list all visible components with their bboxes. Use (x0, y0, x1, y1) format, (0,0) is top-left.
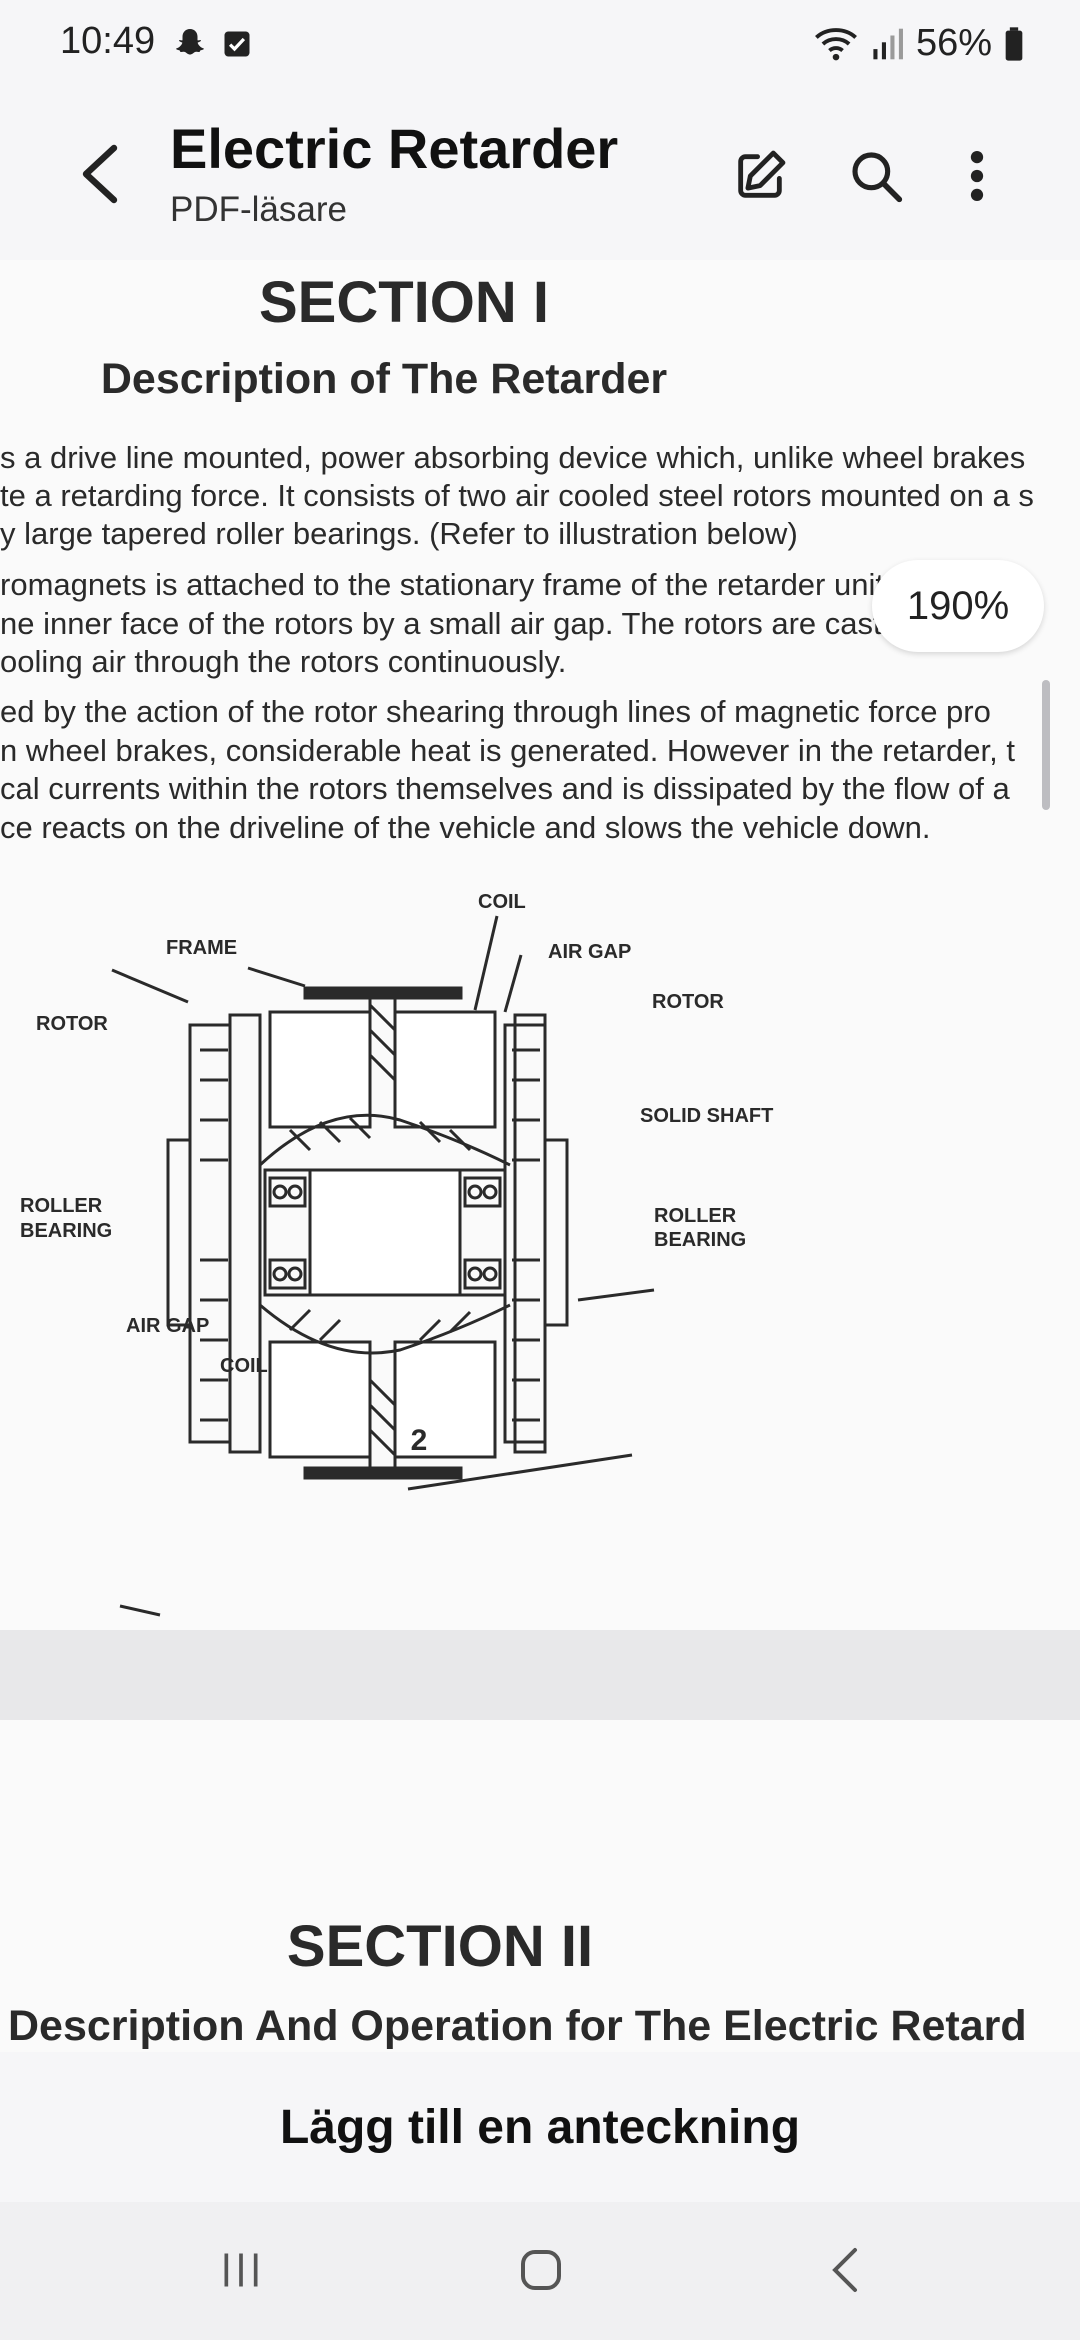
home-icon (521, 2250, 561, 2290)
back-button[interactable] (70, 136, 130, 212)
paragraph-3-line: n wheel brakes, considerable heat is gen… (0, 733, 1015, 768)
wifi-icon (814, 27, 857, 60)
more-icon (970, 150, 984, 202)
diagram-label-roller-bearing: ROLLER (654, 1205, 737, 1227)
status-bar: 10:49 56% (0, 0, 1080, 90)
edit-icon (738, 150, 786, 198)
page-number: 2 (411, 1424, 428, 1457)
back-nav-button[interactable] (800, 2230, 890, 2310)
diagram-label-frame: FRAME (166, 937, 237, 959)
status-notification-icons (172, 26, 252, 62)
app-subtitle: PDF-läsare (170, 190, 347, 229)
pdf-viewer[interactable]: SECTION I Description of The Retarder s … (0, 260, 1080, 2052)
retarder-diagram (111, 915, 655, 1617)
diagram-label-roller-bearing: ROLLER (20, 1195, 103, 1217)
checkbox-notification-icon (224, 31, 250, 57)
paragraph-2-line: romagnets is attached to the stationary … (0, 567, 999, 602)
status-system-icons: 56% (814, 22, 1024, 65)
paragraph-3-line: ed by the action of the rotor shearing t… (0, 694, 991, 729)
system-navigation-bar (0, 2202, 1080, 2340)
diagram-label-air-gap: AIR GAP (548, 941, 631, 963)
home-button[interactable] (496, 2230, 586, 2310)
paragraph-3-line: ce reacts on the driveline of the vehicl… (0, 810, 931, 845)
paragraph-3-line: cal currents within the rotors themselve… (0, 771, 1010, 806)
diagram-label-coil: COIL (220, 1355, 268, 1377)
paragraph-1-line: s a drive line mounted, power absorbing … (0, 440, 1025, 475)
app-bar: Electric Retarder PDF-läsare (0, 90, 1080, 260)
document-title: Electric Retarder (170, 117, 619, 180)
add-note-bar: Lägg till en anteckning (0, 2052, 1080, 2202)
recents-icon (224, 2253, 258, 2287)
more-options-button[interactable] (937, 136, 1017, 216)
diagram-label-roller-bearing: BEARING (20, 1220, 112, 1242)
section-2-subheading: Description And Operation for The Electr… (8, 2002, 1027, 2050)
recents-button[interactable] (196, 2230, 286, 2310)
edit-button[interactable] (720, 136, 800, 216)
scrollbar-thumb[interactable] (1042, 680, 1050, 810)
pdf-page-2: SECTION II Description And Operation for… (0, 1720, 1080, 2052)
paragraph-1-line: y large tapered roller bearings. (Refer … (0, 516, 798, 551)
diagram-label-roller-bearing: BEARING (654, 1229, 746, 1251)
section-2-heading: SECTION II (287, 1914, 593, 1979)
battery-percent: 56% (915, 22, 992, 64)
section-subheading: Description of The Retarder (101, 355, 668, 403)
paragraph-1-line: te a retarding force. It consists of two… (0, 478, 1034, 513)
battery-icon (1005, 26, 1023, 61)
back-nav-icon (832, 2248, 857, 2292)
paragraph-2-line: ooling air through the rotors continuous… (0, 644, 566, 679)
zoom-level-badge[interactable]: 190% (872, 560, 1044, 652)
snapchat-icon (176, 29, 204, 55)
diagram-label-rotor: ROTOR (652, 991, 724, 1013)
section-heading: SECTION I (259, 270, 549, 335)
search-button[interactable] (836, 136, 916, 216)
diagram-label-solid-shaft: SOLID SHAFT (640, 1105, 773, 1127)
search-icon (852, 152, 903, 203)
diagram-label-air-gap: AIR GAP (126, 1315, 209, 1337)
page-scan: SECTION I Description of The Retarder s … (0, 270, 1034, 1617)
status-time: 10:49 (60, 20, 156, 62)
diagram-label-coil: COIL (478, 891, 526, 913)
pdf-page-1: SECTION I Description of The Retarder s … (0, 260, 1080, 1630)
back-icon (82, 144, 118, 204)
add-note-button[interactable]: Lägg till en anteckning (279, 2100, 801, 2154)
paragraph-2-line: ne inner face of the rotors by a small a… (0, 606, 949, 641)
signal-icon (873, 28, 903, 59)
diagram-label-rotor: ROTOR (36, 1013, 108, 1035)
page-2-scan: SECTION II Description And Operation for… (8, 1914, 1027, 2050)
